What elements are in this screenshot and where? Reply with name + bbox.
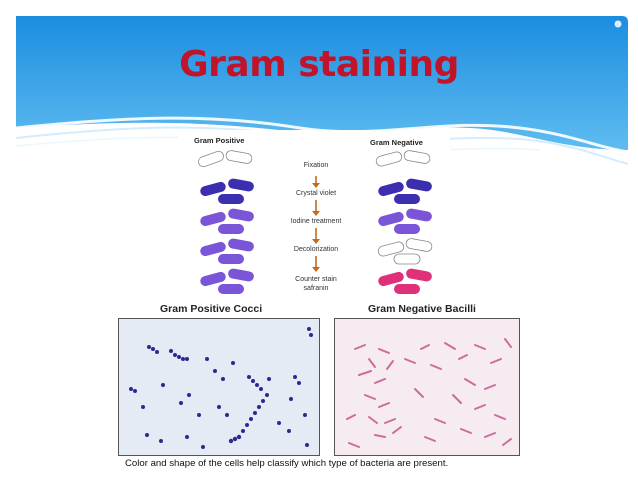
gram-negative-bacilli-micrograph <box>334 318 520 456</box>
menu-dot-icon <box>614 20 622 28</box>
step-fixation: Fixation <box>303 162 329 169</box>
gram-negative-bacilli-title: Gram Negative Bacilli <box>368 303 476 315</box>
gram-positive-heading: Gram Positive <box>194 136 245 145</box>
gram-positive-cells <box>198 150 254 294</box>
slide-title: Gram staining <box>179 44 459 85</box>
gram-negative-heading: Gram Negative <box>370 138 423 147</box>
procedure-arrows <box>312 176 320 272</box>
gram-positive-cocci-micrograph <box>118 318 320 456</box>
step-crystal-violet: Crystal violet <box>295 190 337 197</box>
gram-positive-cocci-title: Gram Positive Cocci <box>160 303 263 315</box>
step-iodine-treatment: Iodine treatment <box>290 218 342 225</box>
slide-caption: Color and shape of the cells help classi… <box>125 458 449 469</box>
cocci-image <box>119 319 319 455</box>
step-safranin: safranin <box>303 285 329 292</box>
bacilli-image <box>335 319 519 455</box>
gram-procedure-figure: Gram Positive Gram Negative Fixation Cry… <box>178 130 450 298</box>
step-counter-stain: Counter stain <box>295 276 337 283</box>
gram-negative-cells <box>375 150 433 294</box>
procedure-diagram <box>178 130 450 298</box>
step-decolorization: Decolorization <box>293 246 339 253</box>
